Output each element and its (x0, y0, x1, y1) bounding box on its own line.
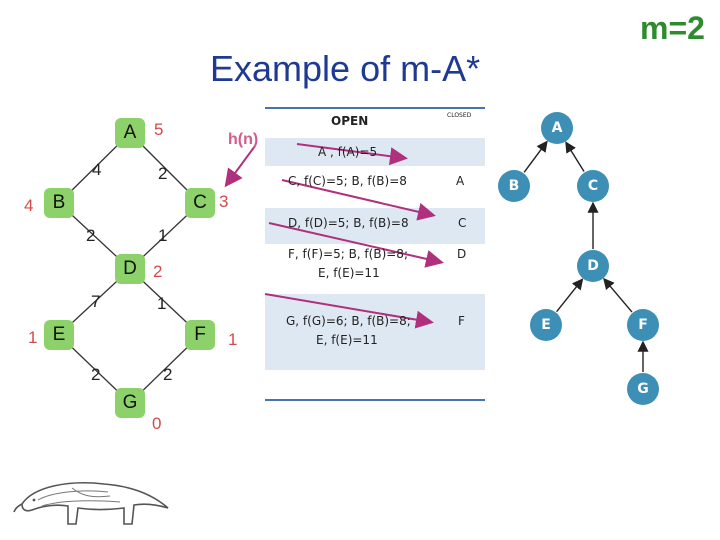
open-row-1: A , f(A)=5 (318, 145, 378, 159)
closed-row-2: A (456, 174, 465, 188)
table-band-row-1 (265, 138, 485, 166)
tree-node-c: C (577, 170, 609, 202)
heuristic-d: 2 (153, 262, 163, 281)
open-row-2: C, f(C)=5; B, f(B)=8 (288, 174, 407, 188)
heuristic-g: 0 (152, 414, 162, 433)
graph-node-d: D (115, 254, 145, 284)
tree-node-b: B (498, 170, 530, 202)
graph-node-a: A (115, 118, 145, 148)
expand-arrow-d (268, 222, 444, 268)
table-band-row-5 (265, 294, 485, 370)
open-row-3: D, f(D)=5; B, f(B)=8 (288, 216, 409, 230)
tree-edge-f-d (603, 277, 633, 313)
open-row-5-line-1: G, f(G)=6; B, f(B)=8; (286, 314, 411, 328)
heuristic-c: 3 (219, 192, 229, 211)
graph-node-e: E (44, 320, 74, 350)
tree-node-f: F (627, 309, 659, 341)
graph-node-c: C (185, 188, 215, 218)
heuristic-e: 1 (28, 328, 38, 347)
edge-weight-d-f: 1 (157, 294, 167, 313)
expand-arrow-a (296, 143, 408, 166)
open-row-4-line-1: F, f(F)=5; B, f(B)=8; (288, 247, 408, 261)
edge-weight-c-d: 1 (158, 226, 168, 245)
edge-weight-a-c: 2 (158, 164, 168, 183)
graph-node-b: B (44, 188, 74, 218)
closed-row-5: F (458, 314, 465, 328)
tree-node-g: G (627, 373, 659, 405)
open-row-4-line-2: E, f(E)=11 (318, 266, 380, 280)
heuristic-label: h(n) (228, 131, 259, 148)
expand-arrow-f (264, 293, 434, 329)
tree-edge-e-d (556, 278, 584, 313)
heuristic-f: 1 (228, 330, 238, 349)
heuristic-a: 5 (154, 120, 164, 139)
m-parameter-label: m=2 (640, 10, 705, 46)
tree-edge-c-a (565, 141, 585, 172)
tree-node-e: E (530, 309, 562, 341)
edge-weight-b-d: 2 (86, 226, 96, 245)
h-label-arrow (224, 145, 256, 188)
closed-row-3: C (458, 216, 467, 230)
edge-weight-e-g: 2 (91, 365, 101, 384)
open-header: OPEN (331, 114, 369, 128)
edge-weight-d-e: 7 (91, 292, 101, 311)
tree-node-a: A (541, 112, 573, 144)
tree-node-d: D (577, 250, 609, 282)
slide-title: Example of m-A* (210, 48, 481, 89)
tree-edge-b-a (523, 140, 548, 173)
heuristic-b: 4 (24, 196, 34, 215)
edge-weight-a-b: 4 (92, 160, 102, 179)
table-band-row-3 (265, 208, 485, 244)
edge-weight-f-g: 2 (163, 365, 173, 384)
closed-header: CLOSED (447, 112, 472, 119)
graph-node-f: F (185, 320, 215, 350)
graph-node-g: G (115, 388, 145, 418)
expand-arrow-c (281, 179, 436, 221)
anteater-logo-icon (13, 482, 169, 525)
open-row-5-line-2: E, f(E)=11 (316, 333, 378, 347)
closed-row-4: D (457, 247, 467, 261)
